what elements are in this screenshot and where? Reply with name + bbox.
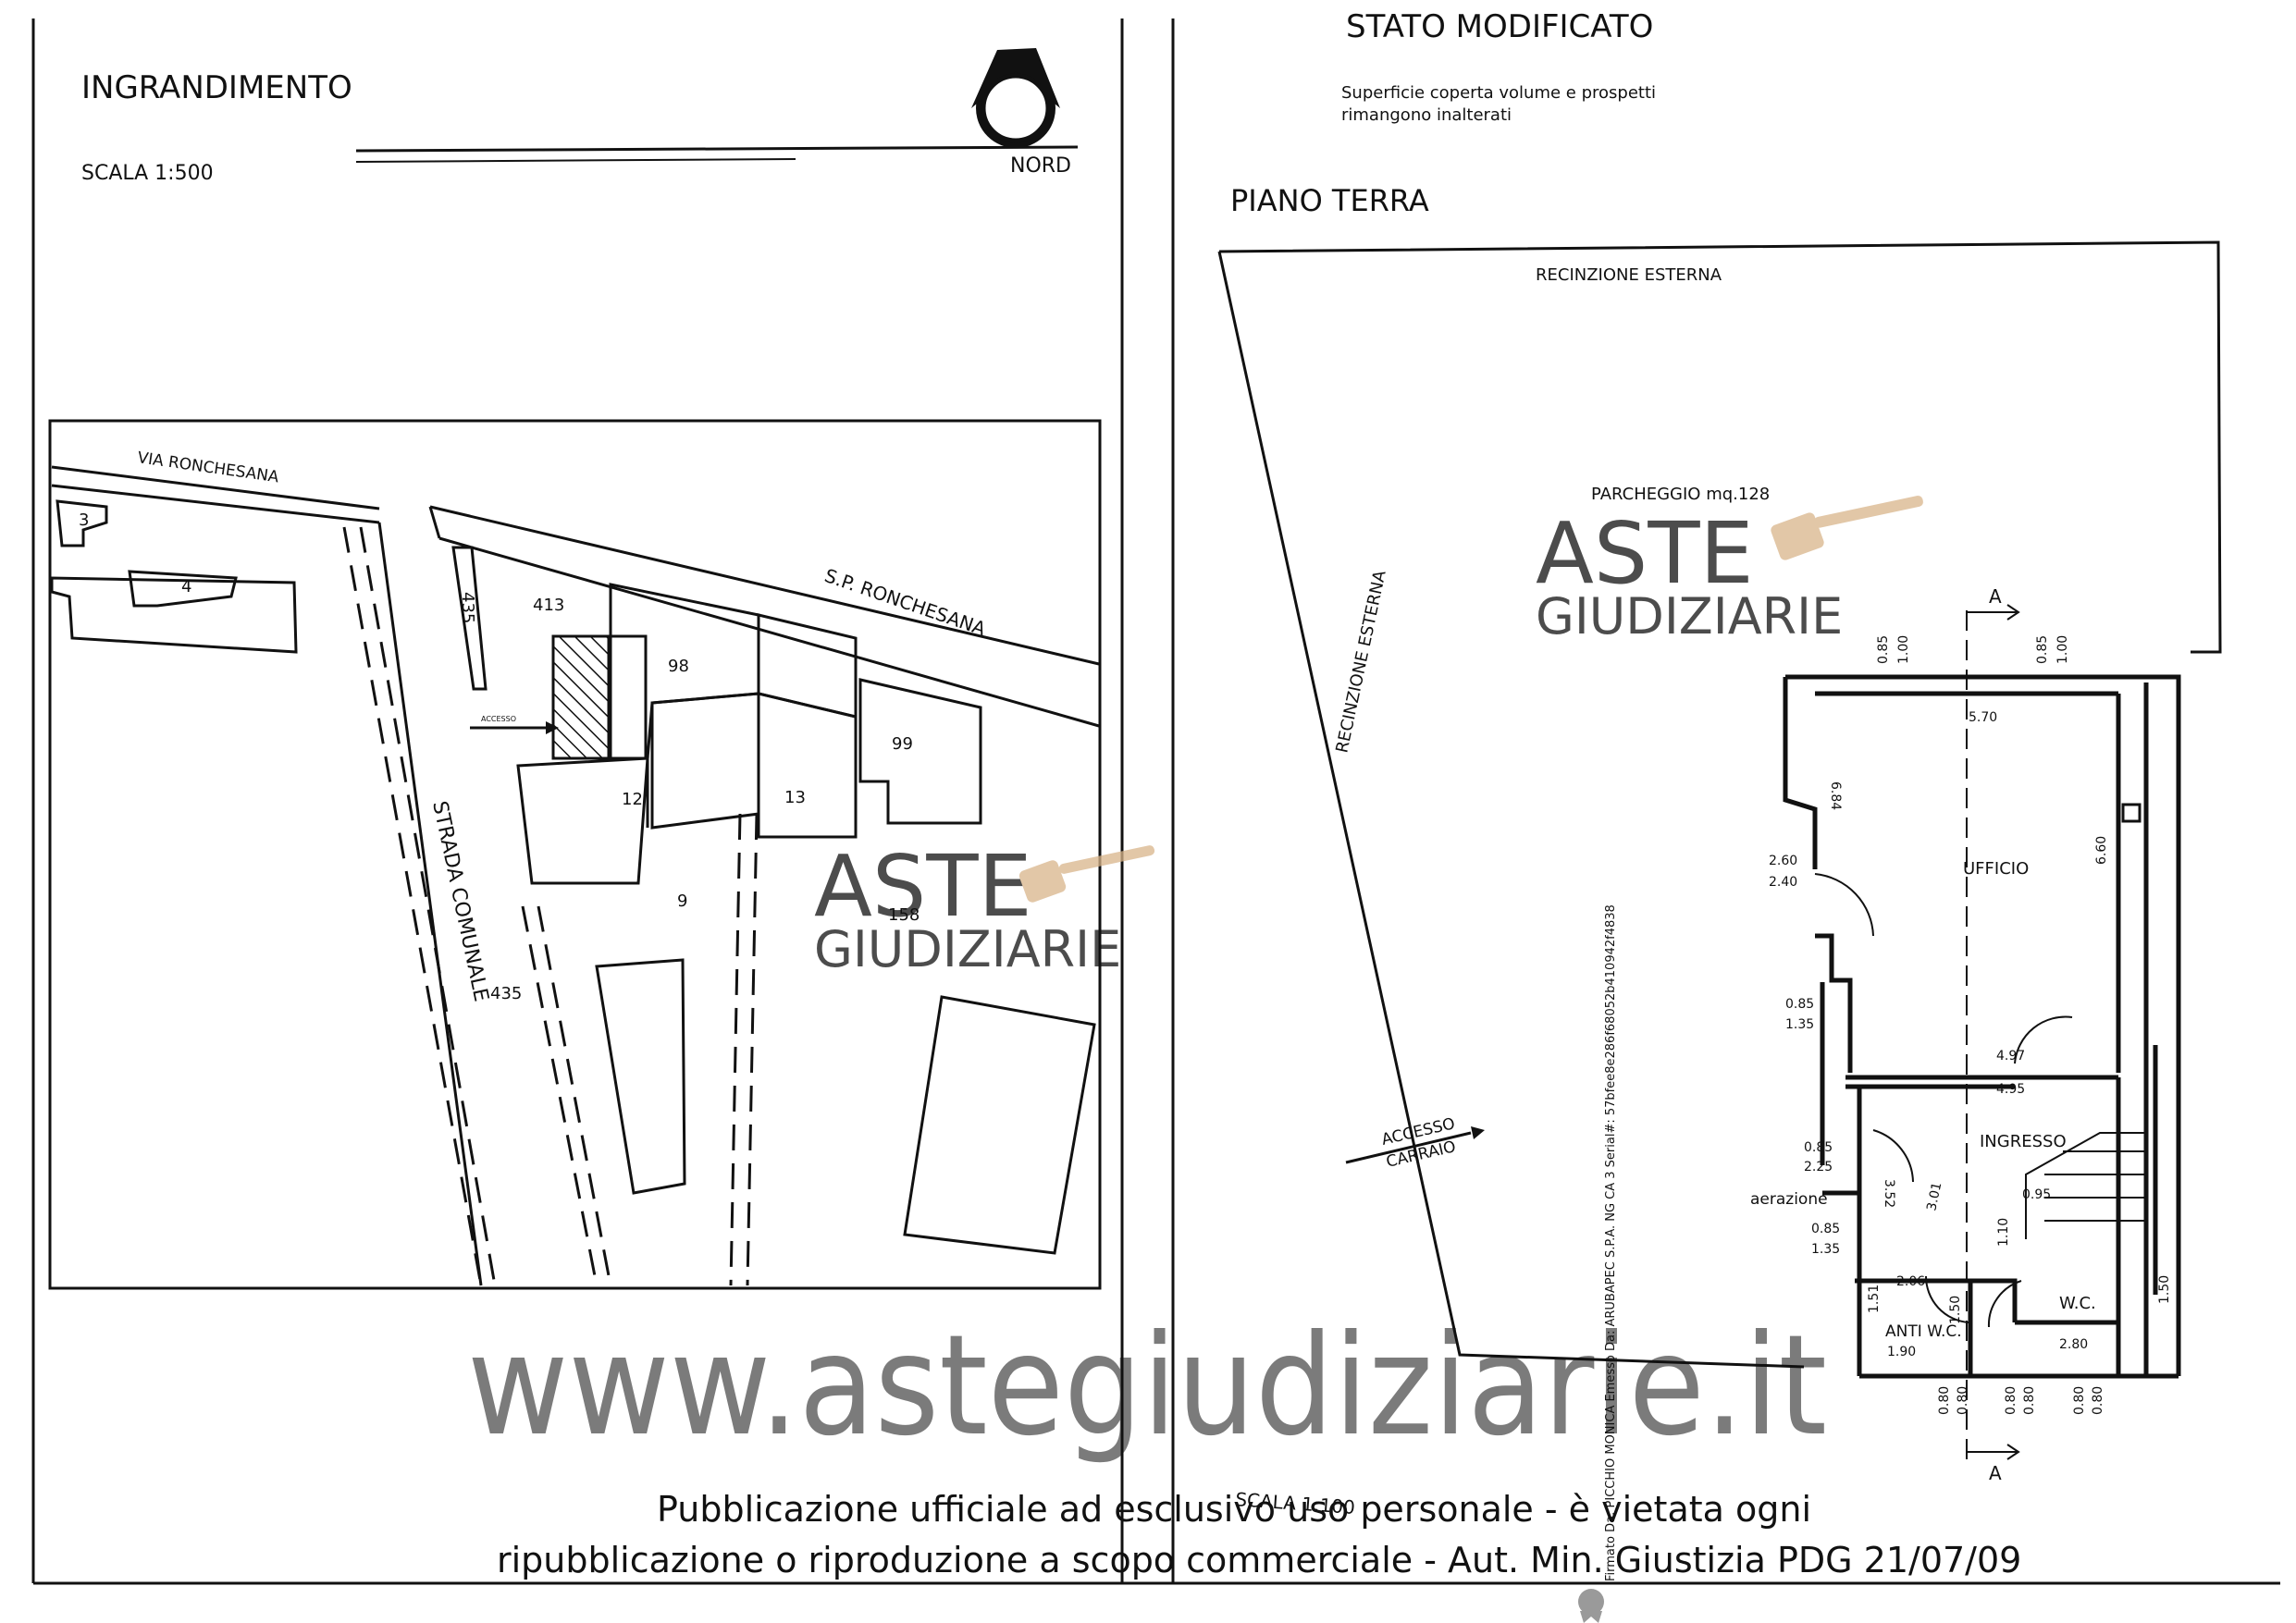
digital-signature-text: Firmato Da: PICCHIO MONICA Emesso Da: AR… <box>1604 904 1618 1581</box>
fence-side-label: RECINZIONE ESTERNA <box>1332 568 1389 755</box>
dimension-label: 0.85 <box>2035 635 2050 664</box>
room-label-office: UFFICIO <box>1963 859 2029 879</box>
parcel-number: 158 <box>888 905 920 925</box>
road-dashed-lines <box>342 526 759 1286</box>
section-arrow-icon <box>1967 604 2020 1460</box>
dimension-label: 0.95 <box>2022 1187 2051 1202</box>
dimension-label: 0.85 <box>1811 1222 1840 1236</box>
dimension-label: 2.80 <box>2059 1337 2088 1352</box>
parcel-number: 9 <box>677 891 687 911</box>
dimension-label: 6.60 <box>2094 836 2109 865</box>
dimension-label: 2.25 <box>1804 1160 1833 1174</box>
dimension-label: 0.85 <box>1785 997 1814 1012</box>
dimension-label: 0.80 <box>1937 1386 1952 1415</box>
dimension-label: 1.00 <box>2055 635 2070 664</box>
dimension-label: 1.35 <box>1785 1017 1814 1032</box>
parcel-number: 4 <box>181 577 191 596</box>
dimension-label: 0.85 <box>1804 1140 1833 1155</box>
dimension-label: 3.01 <box>1924 1181 1944 1212</box>
dimension-label: 5.70 <box>1969 710 1997 725</box>
title-underline <box>355 145 1079 153</box>
dimension-labels: 0.85 1.00 0.85 1.00 5.70 6.84 2.60 2.40 … <box>1769 635 2172 1415</box>
entrance-arrow-label: ACCESSO <box>481 715 516 723</box>
dimension-label: 1.50 <box>2157 1275 2172 1304</box>
left-panel: INGRANDIMENTO SCALA 1:500 NORD <box>48 48 1102 1290</box>
floor-label: PIANO TERRA <box>1230 183 1429 218</box>
north-arrow-icon <box>971 48 1060 148</box>
watermark-logo-line2-b: GIUDIZIARIE <box>814 920 1121 978</box>
section-mark-top: A <box>1989 585 2002 608</box>
site-outline <box>1218 240 2222 654</box>
note-line-2: rimangono inalterati <box>1341 105 1512 125</box>
dimension-label: 1.10 <box>1996 1218 2011 1247</box>
dimension-label: 2.60 <box>1769 854 1797 868</box>
north-label: NORD <box>1010 154 1071 178</box>
watermark-url: www.astegiudiziarie.it <box>467 1306 1827 1467</box>
gavel-icon <box>1771 495 1923 560</box>
parcel-number: 3 <box>79 510 89 530</box>
staircase <box>2025 1132 2146 1239</box>
seal-icon <box>1578 1589 1604 1623</box>
left-scale-label: SCALA 1:500 <box>81 162 214 185</box>
dimension-label: 1.00 <box>1896 635 1911 664</box>
parcel-number: 435 <box>490 984 522 1003</box>
column-marker <box>2121 803 2142 823</box>
dimension-label: 0.80 <box>1956 1386 1970 1415</box>
notice-line-2: ripubblicazione o riproduzione a scopo c… <box>497 1540 2021 1580</box>
parcel-number: 98 <box>668 657 689 676</box>
parking-label: PARCHEGGIO mq.128 <box>1591 485 1770 504</box>
watermark-logo-line1: ASTE <box>1536 504 1754 603</box>
dimension-label: 1.51 <box>1867 1285 1882 1313</box>
section-mark-bottom: A <box>1989 1462 2002 1484</box>
parcel-number: 413 <box>533 596 564 615</box>
room-label-entrance: INGRESSO <box>1980 1132 2067 1151</box>
dimension-label: 4.95 <box>1996 1082 2025 1097</box>
dimension-label: 0.85 <box>1876 635 1891 664</box>
parcel-number: 99 <box>892 734 913 754</box>
hatched-plot <box>551 634 611 760</box>
dimension-label: 0.80 <box>2091 1386 2105 1415</box>
street-label-strada-comunale: STRADA COMUNALE <box>427 799 492 1003</box>
room-label-anti-wc: ANTI W.C. <box>1885 1322 1962 1341</box>
door-swings <box>1814 873 2073 1328</box>
parcel-number: 12 <box>622 790 643 809</box>
room-label-wc: W.C. <box>2059 1294 2096 1313</box>
dimension-label: 6.84 <box>1828 781 1843 810</box>
note-line-1: Superficie coperta volume e prospetti <box>1341 83 1656 103</box>
dimension-label: 0.80 <box>2072 1386 2087 1415</box>
dimension-label: 2.40 <box>1769 875 1797 890</box>
watermark-logo-line1-b: ASTE <box>814 837 1032 936</box>
dimension-label: 2.06 <box>1896 1274 1925 1289</box>
street-lines <box>51 465 1100 728</box>
left-panel-title: INGRANDIMENTO <box>81 69 352 106</box>
parcel-number: 13 <box>784 788 806 807</box>
site-map-frame <box>48 419 1102 1290</box>
dimension-label: 1.50 <box>1948 1296 1963 1324</box>
parcel-number: 435 <box>458 592 477 623</box>
aeration-label: aerazione <box>1750 1190 1828 1209</box>
dimension-label: 0.80 <box>2022 1386 2037 1415</box>
dimension-label: 0.80 <box>2004 1386 2018 1415</box>
carriage-access-arrow-icon <box>1345 1126 1485 1164</box>
road-edge-line <box>377 522 483 1286</box>
right-panel-title: STATO MODIFICATO <box>1346 8 1653 45</box>
gavel-icon <box>1018 845 1155 903</box>
entrance-arrow-icon: ACCESSO <box>470 715 559 734</box>
notice-line-1: Pubblicazione ufficiale ad esclusivo uso… <box>657 1489 1811 1530</box>
street-label-sp-ronchesana: S.P. RONCHESANA <box>821 564 989 640</box>
fence-top-label: RECINZIONE ESTERNA <box>1536 265 1722 285</box>
dimension-label: 4.97 <box>1996 1049 2025 1064</box>
dimension-label: 1.35 <box>1811 1242 1840 1257</box>
dimension-label: 1.90 <box>1887 1345 1916 1359</box>
title-underline-2 <box>355 158 796 163</box>
site-outline-west <box>1217 251 1805 1369</box>
dimension-label: 3.52 <box>1882 1179 1896 1208</box>
watermark-logo: ASTE GIUDIZIARIE ASTE GIUDIZIARIE <box>814 495 1923 978</box>
watermark-logo-line2: GIUDIZIARIE <box>1536 587 1843 646</box>
right-panel: STATO MODIFICATO Superficie coperta volu… <box>1217 8 2222 1518</box>
building-walls <box>1783 674 2181 1379</box>
